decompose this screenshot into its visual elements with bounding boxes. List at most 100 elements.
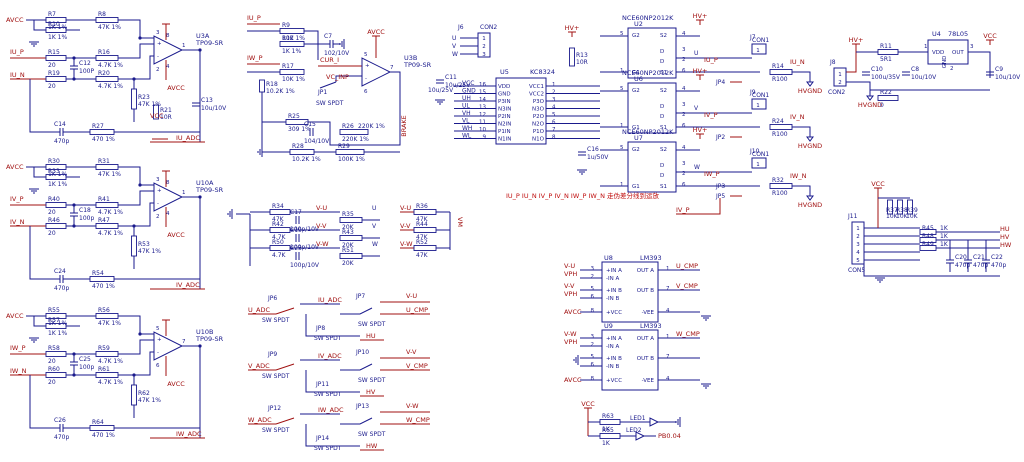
comparator-pin-number: 5 xyxy=(591,286,595,292)
wire xyxy=(248,363,295,371)
resistor-output xyxy=(89,425,115,431)
switch-value-label: SW SPDT xyxy=(358,321,386,328)
comparator-pin-number: 2 xyxy=(591,274,595,280)
regulator-part-label: 78L05 xyxy=(948,30,968,38)
jp3-ref-label: JP3 xyxy=(715,183,725,190)
junction-dot xyxy=(72,203,76,207)
switch-net-label-4: HV xyxy=(366,388,376,396)
resistor-ref-label: R25 xyxy=(288,113,300,120)
resistor-value-label: 1K 1% xyxy=(48,171,67,178)
u5-pin-left-label: N1IN xyxy=(498,137,511,143)
resistor-value-label: 10R xyxy=(576,59,588,66)
comparator-pin-label: OUT A xyxy=(637,336,654,342)
comparator-body xyxy=(601,261,659,323)
resistor-ref-label: R11 xyxy=(880,43,892,50)
resistor-ref-label: R12 xyxy=(282,35,294,42)
r26-value-label: 220K 1% xyxy=(358,123,385,130)
wire xyxy=(182,196,201,289)
mosfet-pin-number: 4 xyxy=(682,31,686,37)
wire xyxy=(340,363,373,371)
pin-number: 3 xyxy=(156,177,160,183)
avcc-net-label: AVCC xyxy=(6,312,24,320)
j6-connector-body xyxy=(477,32,491,58)
resistor-input-n xyxy=(45,372,67,378)
mosfet-part-label: NCE60NP2012K xyxy=(622,14,674,22)
hv-ground-symbol xyxy=(866,95,874,101)
opamp-supply-label: AVCC xyxy=(167,231,185,239)
hall-ref-label: R49 xyxy=(922,241,934,248)
resistor-value-label: 100K 1% xyxy=(338,156,365,163)
j6-net-label: V xyxy=(452,43,457,50)
resistor-bias-p xyxy=(95,55,119,61)
resistor-ref-label: R58 xyxy=(48,345,60,352)
switch-net-label-4: HW xyxy=(366,442,378,450)
resistor-ref-label: R61 xyxy=(98,366,110,373)
resistor-ref-label: R9 xyxy=(282,22,290,29)
shunt-net-label: IV_N xyxy=(790,113,805,121)
input-n-label: IV_N xyxy=(10,218,25,226)
u5-pin-right-label: N1O xyxy=(532,137,545,143)
input-p-label: IV_P xyxy=(10,195,24,203)
resistor-ref-label: R42 xyxy=(272,221,284,228)
u5-pin-number-left: 12 xyxy=(479,112,486,118)
pullup-ref-label: R38 xyxy=(896,207,908,214)
comparator-pin-label: -VEE xyxy=(642,378,655,384)
mosfet-pin-number: 5 xyxy=(620,86,624,92)
resistor-value-label: 10.2K 1% xyxy=(292,156,321,163)
mosfet-pin-label: G2 xyxy=(632,33,640,39)
resistor-r22 xyxy=(877,95,899,101)
mosfet-body xyxy=(627,82,677,134)
connector-ref-label: J9 xyxy=(749,89,756,96)
resistor-ref-label: R29 xyxy=(338,143,350,150)
j8-pin-number: 2 xyxy=(838,80,842,86)
phase-connector xyxy=(751,98,767,110)
mosfet-pin-label: S2 xyxy=(660,33,667,39)
resistor-value-label: 47K 1% xyxy=(138,101,161,108)
comparator-pin-number: 1 xyxy=(666,266,670,272)
divider-resistor-vm xyxy=(413,227,437,233)
u5-pin-right-label: P3O xyxy=(533,99,545,105)
resistor-ref-label: R14 xyxy=(772,63,784,70)
ground-label: HVGND xyxy=(858,101,882,109)
pin-number: 7 xyxy=(182,339,186,345)
divider-series-resistor xyxy=(339,235,363,241)
vc-inp-label: VC_INP xyxy=(326,73,349,81)
shunt-resistor xyxy=(769,124,793,130)
output-net-label: IW_ADC xyxy=(176,430,202,438)
resistor-value-label: 0 xyxy=(880,102,884,109)
mosfet-pin-label: S1 xyxy=(660,70,667,76)
mosfet-ref-label: U6 xyxy=(634,75,643,83)
resistor-ref-label: R19 xyxy=(48,70,60,77)
wire xyxy=(846,49,857,73)
pullup-value-label: 10K xyxy=(906,213,919,220)
wire xyxy=(182,345,201,438)
mosfet-pin-number: 5 xyxy=(620,31,624,37)
vcc-label: VCC xyxy=(150,112,164,120)
hall-series-resistor xyxy=(919,237,937,243)
capacitor-value-label: 470p xyxy=(54,138,69,145)
resistor-value-label: 20 xyxy=(48,62,56,69)
mosfet-pin-number: 3 xyxy=(682,102,686,108)
u5-pin-right-label: P2O xyxy=(533,114,545,120)
resistor-ref-label: R27 xyxy=(92,123,104,130)
wire-layer xyxy=(10,19,1000,451)
mosfet-part-label: NCE60NP2012K xyxy=(622,69,674,77)
wire xyxy=(305,370,360,393)
wire xyxy=(305,314,360,337)
resistor-value-label: 5R1 xyxy=(880,56,892,63)
u5-pin-number-right: 5 xyxy=(552,112,556,118)
u5-pin-number-right: 6 xyxy=(552,120,556,126)
wire xyxy=(29,79,60,133)
u5-pin-number-left: 9 xyxy=(483,135,487,141)
u5-pin-left-label: VDD xyxy=(498,84,510,90)
comparator-pin-number: 7 xyxy=(666,354,670,360)
capacitor-value-label: 100P xyxy=(79,68,94,75)
divider-node-label: V-W xyxy=(316,240,329,248)
resistor-value-label: 20K xyxy=(342,242,355,249)
resistor-value-label: 47K xyxy=(416,216,429,223)
wire xyxy=(118,55,154,80)
comparator-pin-number: 2 xyxy=(591,342,595,348)
mosfet-pin-number: 1 xyxy=(620,68,624,74)
hv-ground-symbol xyxy=(806,195,814,201)
